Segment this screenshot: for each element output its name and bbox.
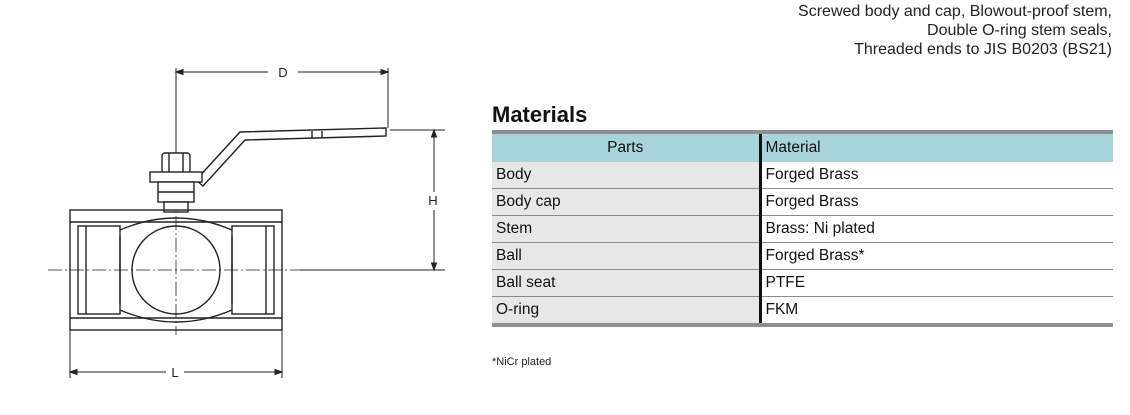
table-row: Stem Brass: Ni plated [492,215,1113,243]
part-cell: Ball [492,242,760,270]
material-cell: PTFE [758,269,1113,297]
header-parts: Parts [492,132,760,162]
materials-table: Parts Material Body Forged Brass Body ca… [492,130,1113,327]
dimension-d [174,68,390,152]
feature-line: Threaded ends to JIS B0203 (BS21) [854,41,1112,58]
part-cell: O-ring [492,296,760,327]
header-material: Material [758,132,1113,162]
table-row: Ball Forged Brass* [492,242,1113,270]
material-cell: Forged Brass* [758,242,1113,270]
table-row: Ball seat PTFE [492,269,1113,297]
part-cell: Ball seat [492,269,760,297]
feature-line: Double O-ring stem seals, [927,22,1112,39]
table-header-row: Parts Material [492,132,1113,162]
lever-handle [194,127,387,187]
feature-list: Screwed body and cap, Blowout-proof stem… [512,2,1112,59]
dimension-l-label: L [171,365,178,380]
material-cell: FKM [758,296,1113,327]
dimension-d-label: D [278,65,287,80]
materials-title: Materials [492,102,588,127]
footnote: *NiCr plated [492,356,552,368]
part-cell: Stem [492,215,760,243]
valve-drawing: D H L [48,65,445,380]
table-row: O-ring FKM [492,296,1113,327]
material-cell: Forged Brass [758,162,1113,189]
dimension-h-label: H [428,193,437,208]
material-cell: Brass: Ni plated [758,215,1113,243]
part-cell: Body cap [492,188,760,216]
valve-body [69,209,283,331]
dimension-h [300,128,445,272]
dimension-l [68,330,284,378]
table-row: Body Forged Brass [492,162,1113,189]
part-cell: Body [492,162,760,189]
feature-line: Screwed body and cap, Blowout-proof stem… [798,3,1112,20]
material-cell: Forged Brass [758,188,1113,216]
stem-assembly [149,152,203,213]
table-row: Body cap Forged Brass [492,188,1113,216]
